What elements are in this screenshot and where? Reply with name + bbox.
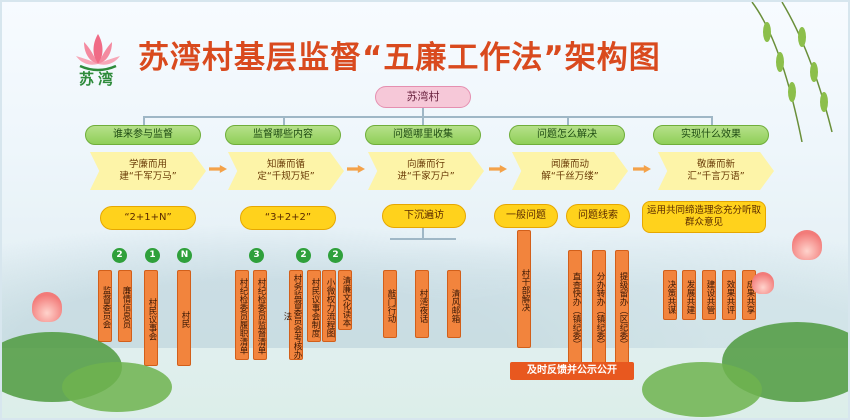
count-badge: 3 [249, 248, 264, 263]
principle-5-line-1: 敬廉而新 [696, 159, 735, 170]
column-head-4: 问题怎么解决 [509, 125, 625, 145]
rule-box: 小微权力流程图 [322, 270, 336, 342]
formula-pill-2: “3+2+2” [240, 206, 336, 230]
lotus-flower-icon [32, 292, 62, 322]
count-badge: N [177, 248, 192, 263]
principle-5-line-2: 汇“千言万语” [687, 171, 745, 182]
column-head-3: 问题哪里收集 [365, 125, 481, 145]
count-badge: 2 [296, 248, 311, 263]
role-box: 村民 [177, 270, 191, 366]
effect-box: 效果共评 [722, 270, 736, 320]
root-node: 苏湾村 [375, 86, 471, 108]
effect-box: 发展共建 [682, 270, 696, 320]
method-pill-3: 下沉遍访 [382, 204, 466, 228]
effect-box: 建设共管 [702, 270, 716, 320]
role-box: 廉情信息员 [118, 270, 132, 342]
method-pill-4a: 一般问题 [494, 204, 558, 228]
principle-2-line-1: 知廉而循 [266, 159, 305, 170]
rule-box: 村纪检委员监督清单 [253, 270, 267, 360]
logo-text: 苏湾 [78, 70, 117, 88]
principle-1-line-1: 学廉而用 [128, 159, 167, 170]
effect-box: 决策共谋 [663, 270, 677, 320]
resolution-box: 提级留办（区纪委） [615, 250, 629, 368]
count-badge: 1 [145, 248, 160, 263]
feedback-banner: 及时反馈并公示公开 [510, 362, 634, 380]
method-pill-4b: 问题线索 [566, 204, 630, 228]
rule-box: 清廉文化读本 [338, 270, 352, 330]
column-head-5: 实现什么效果 [653, 125, 769, 145]
principle-3-line-1: 向廉而行 [406, 159, 445, 170]
channel-box: 敲门行动 [383, 270, 397, 338]
channel-box: 清风邮箱 [447, 270, 461, 338]
connector [422, 116, 424, 126]
principle-1: 学廉而用 建“千军万马” [90, 152, 206, 190]
principle-3-line-2: 进“千家万户” [397, 171, 455, 182]
channel-box: 村湾夜话 [415, 270, 429, 338]
resolution-box: 分办转办（镇纪委） [592, 250, 606, 368]
willow-branch-icon [751, 2, 833, 142]
resolution-box: 直查快办（镇纪委） [568, 250, 582, 368]
rule-box: 村纪检委员履职清单 [235, 270, 249, 360]
lotus-flower-icon [792, 230, 822, 260]
arrow-right-icon [489, 165, 507, 173]
lotus-logo-icon [76, 34, 120, 72]
principle-3: 向廉而行 进“千家万户” [368, 152, 484, 190]
principle-4-line-2: 解“千丝万缕” [541, 171, 599, 182]
principle-1-line-2: 建“千军万马” [119, 171, 177, 182]
lotus-leaf-icon [642, 362, 762, 417]
count-badge: 2 [328, 248, 343, 263]
principle-4: 闻廉而动 解“千丝万缕” [512, 152, 628, 190]
connector [143, 116, 711, 118]
formula-pill-1: “2+1+N” [100, 206, 196, 230]
arrow-right-icon [347, 165, 365, 173]
connector [711, 116, 713, 126]
column-head-2: 监督哪些内容 [225, 125, 341, 145]
connector [422, 228, 424, 238]
rule-box: 村民议事会制度 [307, 270, 321, 342]
connector [143, 116, 145, 126]
connector [567, 116, 569, 126]
method-pill-5: 运用共同缔造理念充分听取群众意见 [642, 201, 766, 233]
connector [422, 108, 424, 117]
principle-5: 敬廉而新 汇“千言万语” [658, 152, 774, 190]
principle-4-line-1: 闻廉而动 [550, 159, 589, 170]
lotus-leaf-icon [62, 362, 172, 412]
role-box: 村民议事会 [144, 270, 158, 366]
role-box: 监督委员会 [98, 270, 112, 342]
arrow-right-icon [209, 165, 227, 173]
column-head-1: 谁来参与监督 [85, 125, 201, 145]
principle-2-line-2: 定“千规万矩” [257, 171, 315, 182]
lotus-flower-icon [752, 272, 774, 294]
rule-box: 村务监督委员会考核办法 [282, 270, 303, 360]
count-badge: 2 [112, 248, 127, 263]
arrow-right-icon [633, 165, 651, 173]
principle-2: 知廉而循 定“千规万矩” [228, 152, 344, 190]
connector [390, 238, 456, 240]
resolution-box: 村干部解决 [517, 230, 531, 348]
page-title: 苏湾村基层监督“五廉工作法”架构图 [138, 40, 661, 76]
connector [283, 116, 285, 126]
